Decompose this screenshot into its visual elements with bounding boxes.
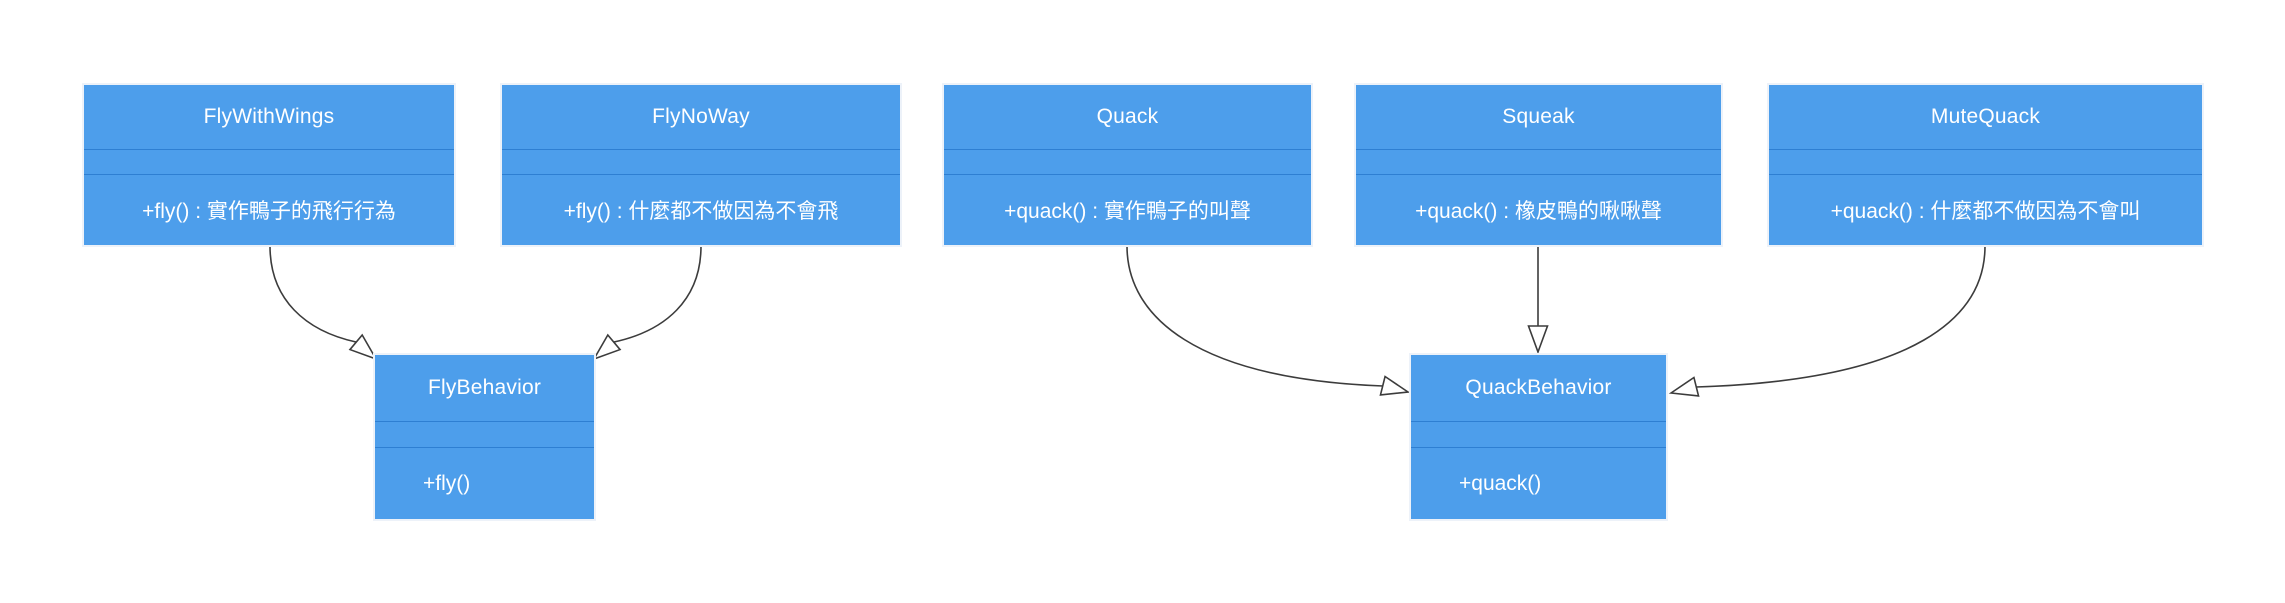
class-title: Squeak <box>1502 105 1575 128</box>
realization-arrowhead-icon <box>1379 375 1411 396</box>
class-flywithwings: FlyWithWings +fly() : 實作鴨子的飛行行為 <box>82 83 456 247</box>
class-attributes-empty <box>502 149 900 175</box>
class-attributes-empty <box>1356 149 1721 175</box>
relation-flywithwings-flybehavior <box>269 245 378 361</box>
class-mutequack: MuteQuack +quack() : 什麼都不做因為不會叫 <box>1767 83 2204 247</box>
realization-arrowhead-icon <box>1668 376 1700 397</box>
class-squeak: Squeak +quack() : 橡皮鴨的啾啾聲 <box>1354 83 1723 247</box>
class-title: MuteQuack <box>1930 105 2041 128</box>
class-attributes-empty <box>375 421 594 448</box>
class-flynoway: FlyNoWay +fly() : 什麼都不做因為不會飛 <box>500 83 902 247</box>
relation-quack-quackbehavior <box>1126 245 1411 396</box>
class-title: QuackBehavior <box>1465 376 1612 399</box>
class-attributes-empty <box>944 149 1311 175</box>
relation-path <box>269 245 357 343</box>
class-quack: Quack +quack() : 實作鴨子的叫聲 <box>942 83 1313 247</box>
relation-path <box>1695 245 1986 388</box>
class-method: +quack() : 什麼都不做因為不會叫 <box>1830 200 2141 223</box>
class-method: +quack() : 實作鴨子的叫聲 <box>1004 200 1251 223</box>
class-title: FlyWithWings <box>203 105 335 128</box>
class-title: FlyBehavior <box>427 376 542 399</box>
class-attributes-empty <box>84 149 454 175</box>
class-method: +quack() : 橡皮鴨的啾啾聲 <box>1415 200 1662 223</box>
class-attributes-empty <box>1411 421 1666 448</box>
relation-squeak-quackbehavior <box>1527 246 1549 355</box>
class-method: +fly() <box>423 471 471 495</box>
class-method: +fly() : 實作鴨子的飛行行為 <box>142 200 396 223</box>
class-method: +fly() : 什麼都不做因為不會飛 <box>563 200 839 223</box>
relation-flynoway-flybehavior <box>592 245 702 361</box>
realization-arrowhead-icon <box>1527 325 1549 355</box>
relation-path <box>1126 245 1384 387</box>
class-method: +quack() <box>1459 471 1542 495</box>
relation-mutequack-quackbehavior <box>1668 245 1986 397</box>
relation-path <box>613 245 702 343</box>
class-flybehavior: FlyBehavior +fly() <box>373 353 596 521</box>
class-attributes-empty <box>1769 149 2202 175</box>
class-quackbehavior: QuackBehavior +quack() <box>1409 353 1668 521</box>
class-title: FlyNoWay <box>652 105 750 128</box>
class-title: Quack <box>1096 105 1159 128</box>
